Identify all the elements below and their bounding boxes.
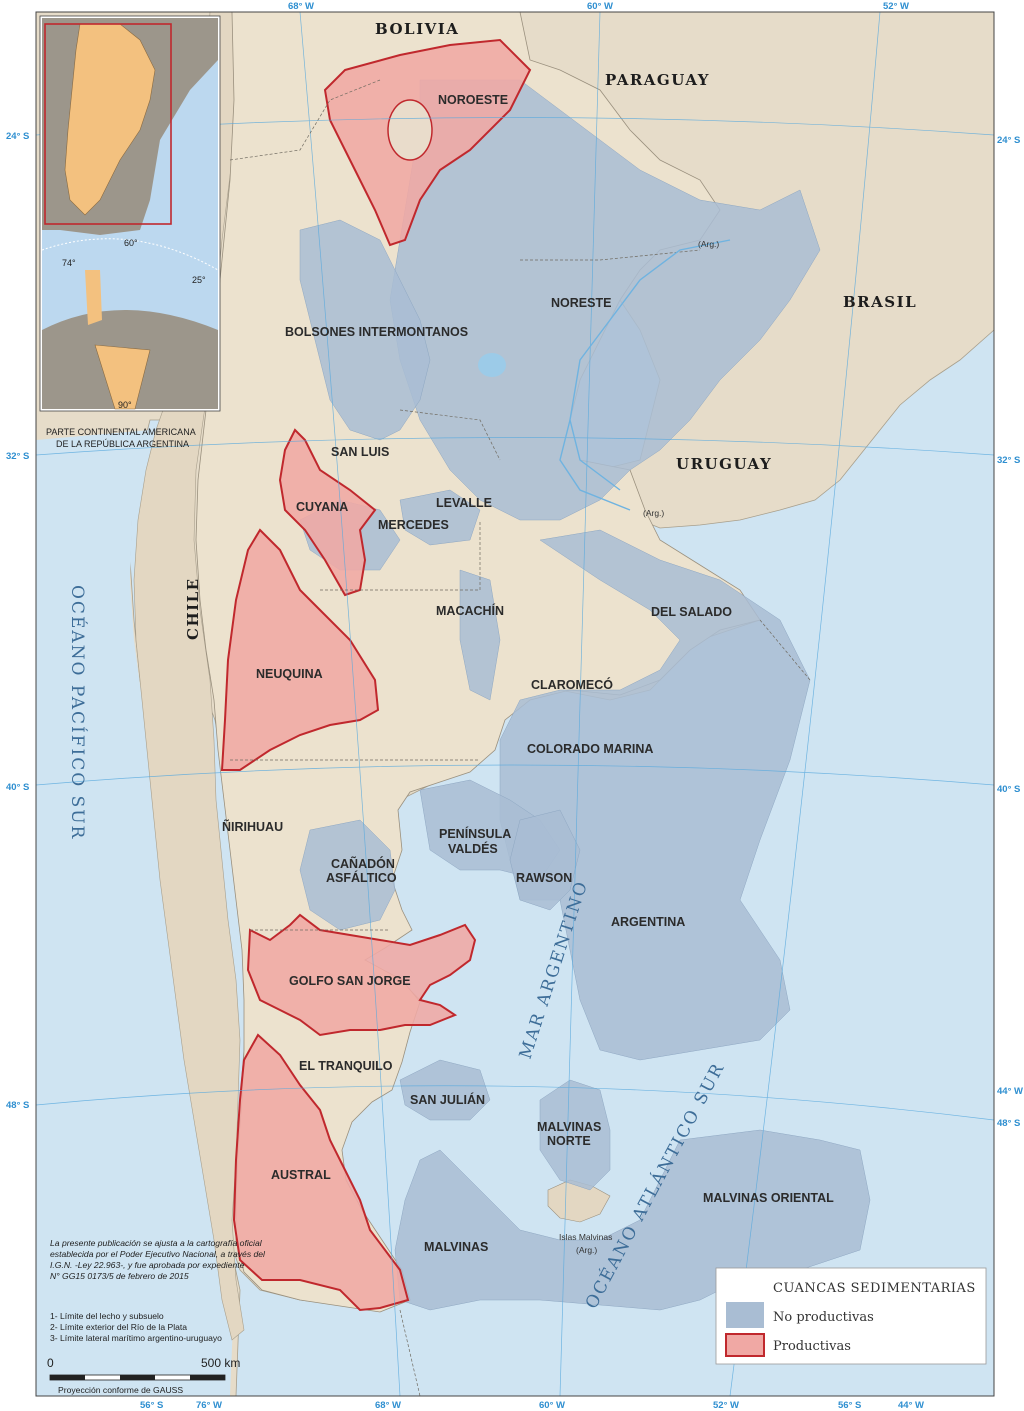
productive-basins [220,38,532,1312]
lake-mar-chiquita [478,353,506,377]
legend-swatch-no-productivas [726,1302,764,1328]
svg-text:3- Límite lateral marítimo arg: 3- Límite lateral marítimo argentino-uru… [50,1333,222,1343]
scale-bar: 0 500 km Proyección conforme de GAUSS [47,1356,240,1395]
svg-text:48° S: 48° S [997,1118,1020,1129]
basin-label-macachin: MACACHÍN [436,603,504,618]
svg-text:68° W: 68° W [375,1400,401,1411]
boundaries [229,79,811,1396]
basin-label-austral: AUSTRAL [271,1168,331,1182]
svg-text:52° W: 52° W [883,1,909,12]
basin-label-colorado-marina: COLORADO MARINA [527,742,653,756]
svg-text:40° S: 40° S [6,782,29,793]
label-arg-2: (Arg.) [643,508,664,518]
basin-label-el-tranquilo: EL TRANQUILO [299,1059,393,1073]
label-chile: CHILE [184,577,202,640]
basin-label-malvinas-norte-1: MALVINAS [537,1120,601,1134]
svg-text:76° W: 76° W [196,1400,222,1411]
svg-text:40° S: 40° S [997,784,1020,795]
svg-text:60° W: 60° W [587,1,613,12]
svg-text:establecida por el Poder Ejecu: establecida por el Poder Ejecutivo Nacio… [50,1249,266,1259]
basin-label-noreste: NORESTE [551,296,611,310]
svg-text:44° W: 44° W [997,1086,1023,1097]
basin-label-valdes: VALDÉS [448,841,498,856]
scale-distance: 500 km [201,1356,240,1370]
basin-label-golfo-san-jorge: GOLFO SAN JORGE [289,974,411,988]
svg-text:44° W: 44° W [898,1400,924,1411]
rivers [559,239,731,511]
basin-label-canadon: CAÑADÓN [331,856,395,871]
legend-label-no-productivas: No productivas [773,1310,874,1325]
legend: CUANCAS SEDIMENTARIAS No productivas Pro… [715,1267,987,1365]
basin-label-malvinas-norte-2: NORTE [547,1134,591,1148]
chile-land [133,12,245,1341]
basin-label-cuyana: CUYANA [296,500,348,514]
label-uruguay: URUGUAY [676,455,772,473]
basin-label-asfaltico: ASFÁLTICO [326,870,397,885]
basin-label-mercedes: MERCEDES [378,518,449,532]
inset-lon-74: 74° [62,258,76,268]
basin-label-malvinas-oriental: MALVINAS ORIENTAL [703,1191,834,1205]
basin-label-nirihuau: ÑIRIHUAU [222,819,283,834]
basin-label-malvinas: MALVINAS [424,1240,488,1254]
basin-label-neuquina: NEUQUINA [256,667,323,681]
productive-basin-austral [232,1033,410,1312]
inset-lon-25: 25° [192,275,206,285]
svg-text:2- Límite exterior del Río de: 2- Límite exterior del Río de la Plata [50,1322,187,1332]
svg-text:1- Límite del lecho y subsuelo: 1- Límite del lecho y subsuelo [50,1311,164,1321]
lake-noroeste [387,99,433,161]
inset-caption-1: PARTE CONTINENTAL AMERICANA [46,427,196,437]
svg-text:32° S: 32° S [997,455,1020,466]
svg-text:56° S: 56° S [140,1400,163,1411]
inset-lon-60: 60° [124,238,138,248]
productive-basin-golfo-san-jorge [246,913,477,1037]
basin-label-levalle: LEVALLE [436,496,492,510]
basin-label-san-julian: SAN JULIÁN [410,1092,485,1107]
inset-highlight-box [44,23,172,225]
label-arg-1: (Arg.) [698,239,719,249]
basin-label-claromeco: CLAROMECÓ [531,677,613,692]
basin-label-peninsula: PENÍNSULA [439,826,511,841]
legend-title: CUANCAS SEDIMENTARIAS [773,1281,976,1296]
svg-text:24° S: 24° S [997,135,1020,146]
productive-basin-neuquina [220,528,380,771]
official-note: La presente publicación se ajusta a la c… [50,1238,266,1281]
label-brasil: BRASIL [843,293,917,311]
graticule [36,12,994,1396]
svg-text:N° GG15 0173/5 de febrero de 2: N° GG15 0173/5 de febrero de 2015 [50,1271,189,1281]
basin-label-del-salado: DEL SALADO [651,605,732,619]
basin-label-bolsones: BOLSONES INTERMONTANOS [285,325,468,339]
inset-caption-2: DE LA REPÚBLICA ARGENTINA [56,439,189,449]
basin-label-san-luis: SAN LUIS [331,445,389,459]
label-oceano-pacifico: OCÉANO PACÍFICO SUR [67,585,88,840]
basin-label-rawson: RAWSON [516,871,572,885]
label-islas-malvinas-arg: (Arg.) [576,1245,597,1255]
map-frame [35,11,995,1397]
pacific-ocean-area [36,430,234,1396]
svg-text:32° S: 32° S [6,451,29,462]
inset-lat-90: 90° [118,400,132,410]
basin-labels: NOROESTE NORESTE BOLSONES INTERMONTANOS … [222,93,834,1254]
svg-text:48° S: 48° S [6,1100,29,1111]
non-productive-basins [299,79,871,1311]
svg-text:68° W: 68° W [288,1,314,12]
legend-label-productivas: Productivas [773,1339,851,1354]
svg-text:24° S: 24° S [6,131,29,142]
svg-text:56° S: 56° S [838,1400,861,1411]
svg-text:La presente publicación se aju: La presente publicación se ajusta a la c… [50,1238,263,1248]
label-islas-malvinas: Islas Malvinas [559,1232,612,1242]
scale-zero: 0 [47,1356,54,1370]
basin-label-noroeste: NOROESTE [438,93,508,107]
coordinate-labels: 68° W 60° W 52° W 24° S 24° S 32° S 32° … [6,1,1023,1411]
limits-list: 1- Límite del lecho y subsuelo 2- Límite… [50,1311,222,1343]
svg-text:52° W: 52° W [713,1400,739,1411]
label-bolivia: BOLIVIA [375,20,459,38]
inset-map: 60° 74° 25° 90° PARTE CONTINENTAL AMERIC… [39,15,221,449]
svg-text:60° W: 60° W [539,1400,565,1411]
scale-projection: Proyección conforme de GAUSS [58,1385,183,1395]
basin-label-argentina: ARGENTINA [611,915,685,929]
legend-swatch-productivas [725,1333,765,1357]
label-paraguay: PARAGUAY [605,71,710,89]
svg-text:I.G.N. -Ley 22.963-, y fue apr: I.G.N. -Ley 22.963-, y fue aprobada por … [50,1260,245,1270]
